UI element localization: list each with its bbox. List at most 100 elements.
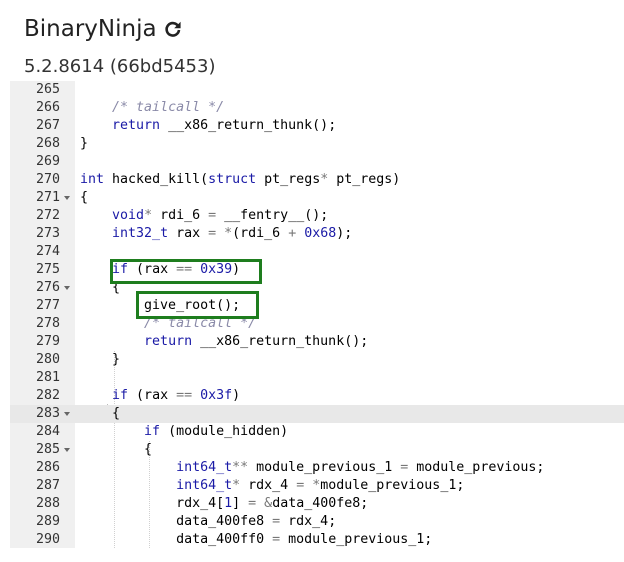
code-token — [80, 262, 112, 277]
code-token: 0x68 — [304, 226, 337, 241]
code-text: /* tailcall */ — [80, 99, 224, 117]
code-text: int64_t* rdx_4 = *module_previous_1; — [80, 477, 464, 495]
line-number: 289 — [35, 514, 60, 529]
code-token — [80, 316, 144, 331]
line-number: 280 — [35, 352, 60, 367]
code-line[interactable]: 279 return __x86_return_thunk(); — [10, 333, 624, 351]
line-number: 288 — [35, 496, 60, 511]
indent-guide — [149, 441, 150, 548]
code-token — [192, 388, 200, 403]
code-text: { — [80, 441, 152, 459]
code-line[interactable]: 271 { — [10, 189, 624, 207]
code-line[interactable]: 272 void* rdi_6 = __fentry__(); — [10, 207, 624, 225]
fold-toggle-icon[interactable] — [64, 448, 70, 452]
code-line[interactable]: 284 if (module_hidden) — [10, 423, 624, 441]
code-token — [80, 424, 144, 439]
code-line[interactable]: 265 — [10, 81, 624, 99]
code-text: return __x86_return_thunk(); — [80, 117, 336, 135]
code-token: & — [264, 496, 273, 511]
fold-toggle-icon[interactable] — [64, 412, 70, 416]
code-token: = — [208, 208, 217, 223]
code-token — [256, 496, 264, 511]
code-text: /* tailcall */ — [80, 315, 256, 333]
code-line[interactable]: 286 int64_t** module_previous_1 = module… — [10, 459, 624, 477]
code-token: rdx_4 — [240, 478, 297, 493]
code-line[interactable]: 268} — [10, 135, 624, 153]
line-number: 271 — [35, 190, 60, 205]
code-line[interactable]: 266 /* tailcall */ — [10, 99, 624, 117]
code-token: module_previous_1 — [248, 460, 401, 475]
code-line[interactable]: 276 { — [10, 279, 624, 297]
line-number-gutter — [10, 81, 75, 548]
code-token: { — [80, 442, 153, 457]
code-text: { — [80, 279, 120, 297]
code-text: if (module_hidden) — [80, 423, 288, 441]
fold-toggle-icon[interactable] — [64, 196, 70, 200]
code-line[interactable]: 280 } — [10, 351, 624, 369]
code-token: hacked_kill( — [104, 172, 209, 187]
code-line[interactable]: 274 — [10, 243, 624, 261]
code-token: ** — [232, 460, 249, 475]
code-token: ); — [336, 226, 353, 241]
title-row: BinaryNinja — [24, 12, 183, 46]
code-line[interactable]: 281 — [10, 369, 624, 387]
code-token: return — [112, 118, 161, 133]
code-token: } — [80, 136, 89, 151]
line-number: 286 — [35, 460, 60, 475]
code-line[interactable]: 288 rdx_4[1] = &data_400fe8; — [10, 495, 624, 513]
app-title: BinaryNinja — [24, 16, 157, 42]
code-line[interactable]: 287 int64_t* rdx_4 = *module_previous_1; — [10, 477, 624, 495]
code-text: rdx_4[1] = &data_400fe8; — [80, 495, 368, 513]
line-number: 268 — [35, 136, 60, 151]
code-line[interactable]: 275 if (rax == 0x39) — [10, 261, 624, 279]
code-token: return — [144, 334, 193, 349]
line-number: 270 — [35, 172, 60, 187]
code-token — [80, 208, 112, 223]
code-token: = — [400, 460, 409, 475]
code-line[interactable]: 277 give_root(); — [10, 297, 624, 315]
code-token: * — [144, 208, 153, 223]
code-text: if (rax == 0x39) — [80, 261, 240, 279]
code-line[interactable]: 269 — [10, 153, 624, 171]
code-token: == — [176, 262, 193, 277]
code-line[interactable]: 283 { — [10, 405, 624, 423]
code-token: rdx_4; — [280, 514, 337, 529]
code-line[interactable]: 282 if (rax == 0x3f) — [10, 387, 624, 405]
indent-guide — [114, 351, 115, 548]
code-token: (rax — [128, 262, 177, 277]
line-number: 281 — [35, 370, 60, 385]
code-token: void — [112, 208, 145, 223]
code-token: ) — [232, 388, 241, 403]
code-line[interactable]: 270 int hacked_kill(struct pt_regs* pt_re… — [10, 171, 624, 189]
line-number: 279 — [35, 334, 60, 349]
code-text: void* rdi_6 = __fentry__(); — [80, 207, 328, 225]
code-token: /* tailcall */ — [144, 316, 257, 331]
code-line[interactable]: 285 { — [10, 441, 624, 459]
code-line[interactable]: 278 /* tailcall */ — [10, 315, 624, 333]
code-token: + — [288, 226, 297, 241]
code-token: data_400ff0 — [80, 532, 273, 547]
code-line[interactable]: 289 data_400fe8 = rdx_4; — [10, 513, 624, 531]
code-token: __fentry__(); — [216, 208, 329, 223]
code-token: 0x39 — [200, 262, 233, 277]
code-token: = — [272, 514, 281, 529]
code-token: if — [144, 424, 161, 439]
app-header: BinaryNinja — [24, 12, 183, 46]
line-number: 267 — [35, 118, 60, 133]
code-line[interactable]: 273 int32_t rax = *(rdi_6 + 0x68); — [10, 225, 624, 243]
code-line[interactable]: 267 return __x86_return_thunk(); — [10, 117, 624, 135]
line-number: 266 — [35, 100, 60, 115]
fold-toggle-icon[interactable] — [64, 286, 70, 290]
code-token: if — [112, 388, 129, 403]
code-token: int32_t — [112, 226, 169, 241]
reload-icon[interactable] — [163, 19, 183, 39]
code-text: data_400fe8 = rdx_4; — [80, 513, 336, 531]
code-text: { — [80, 189, 88, 207]
code-token: rax — [168, 226, 209, 241]
code-line[interactable]: 290 data_400ff0 = module_previous_1; — [10, 531, 624, 548]
code-text: int hacked_kill(struct pt_regs* pt_regs) — [80, 171, 400, 189]
code-token: rdx_4[ — [80, 496, 225, 511]
code-text: int32_t rax = *(rdi_6 + 0x68); — [80, 225, 352, 243]
code-token: == — [176, 388, 193, 403]
